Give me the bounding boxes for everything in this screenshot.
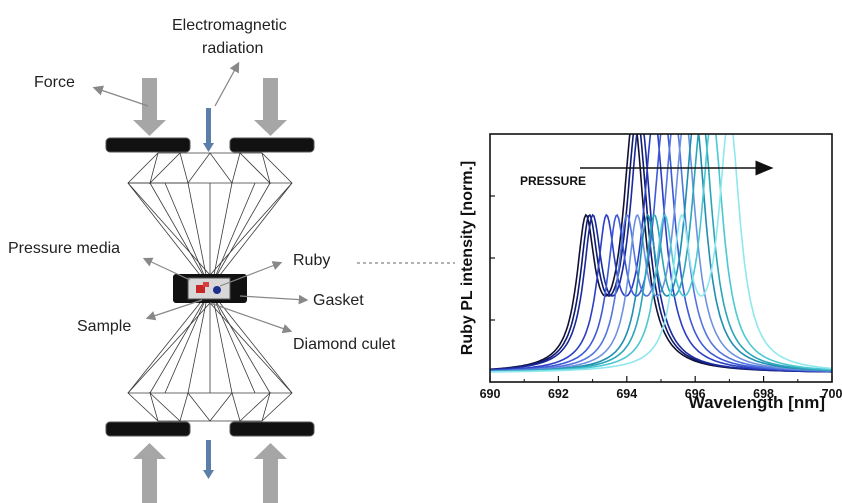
radiation-arrow-top [203,108,214,152]
series-group [490,134,832,373]
spectrum-series-6 [490,134,832,372]
em-radiation-label-line2: radiation [202,40,263,57]
gasket-label: Gasket [313,292,364,309]
pressure-media-label: Pressure media [8,240,120,257]
ruby-dot [213,286,221,294]
x-tick-label: 696 [685,387,706,401]
x-tick-label: 690 [480,387,501,401]
x-tick-label: 700 [822,387,842,401]
force-arrow-top-right [254,78,287,136]
bottom-diamond [127,302,293,422]
x-tick-label: 694 [616,387,637,401]
ruby-pl-chart: 690 692 694 696 698 700 Wavelength [nm] Ruby … [459,133,842,412]
spectrum-series-11 [490,134,832,373]
diamond-culet-label: Diamond culet [293,336,396,353]
bottom-right-plate [229,421,315,437]
top-diamond [127,152,293,276]
y-axis-label: Ruby PL intensity [norm.] [459,161,476,355]
x-tick-label: 698 [753,387,774,401]
force-label: Force [34,74,75,91]
sample-label: Sample [77,318,131,335]
em-radiation-label-line1: Electromagnetic [172,17,287,34]
radiation-arrow-bottom [203,440,214,479]
force-arrow-bottom-left [133,443,166,503]
tick-group: 690 692 694 696 698 700 [480,195,842,401]
force-arrow-bottom-right [254,443,287,503]
sample-part [203,282,209,287]
top-left-plate [105,137,191,153]
x-tick-label: 692 [548,387,569,401]
force-arrow-top-left [133,78,166,136]
top-right-plate [229,137,315,153]
sample [196,285,205,293]
x-axis-label: Wavelength [nm] [689,393,825,412]
diamond-anvil-cell: Force Electromagnetic radiation Pressure… [8,17,396,503]
ruby-label: Ruby [293,252,330,269]
pressure-annotation: PRESSURE [520,174,586,188]
bottom-left-plate [105,421,191,437]
sample-chamber [187,277,231,300]
